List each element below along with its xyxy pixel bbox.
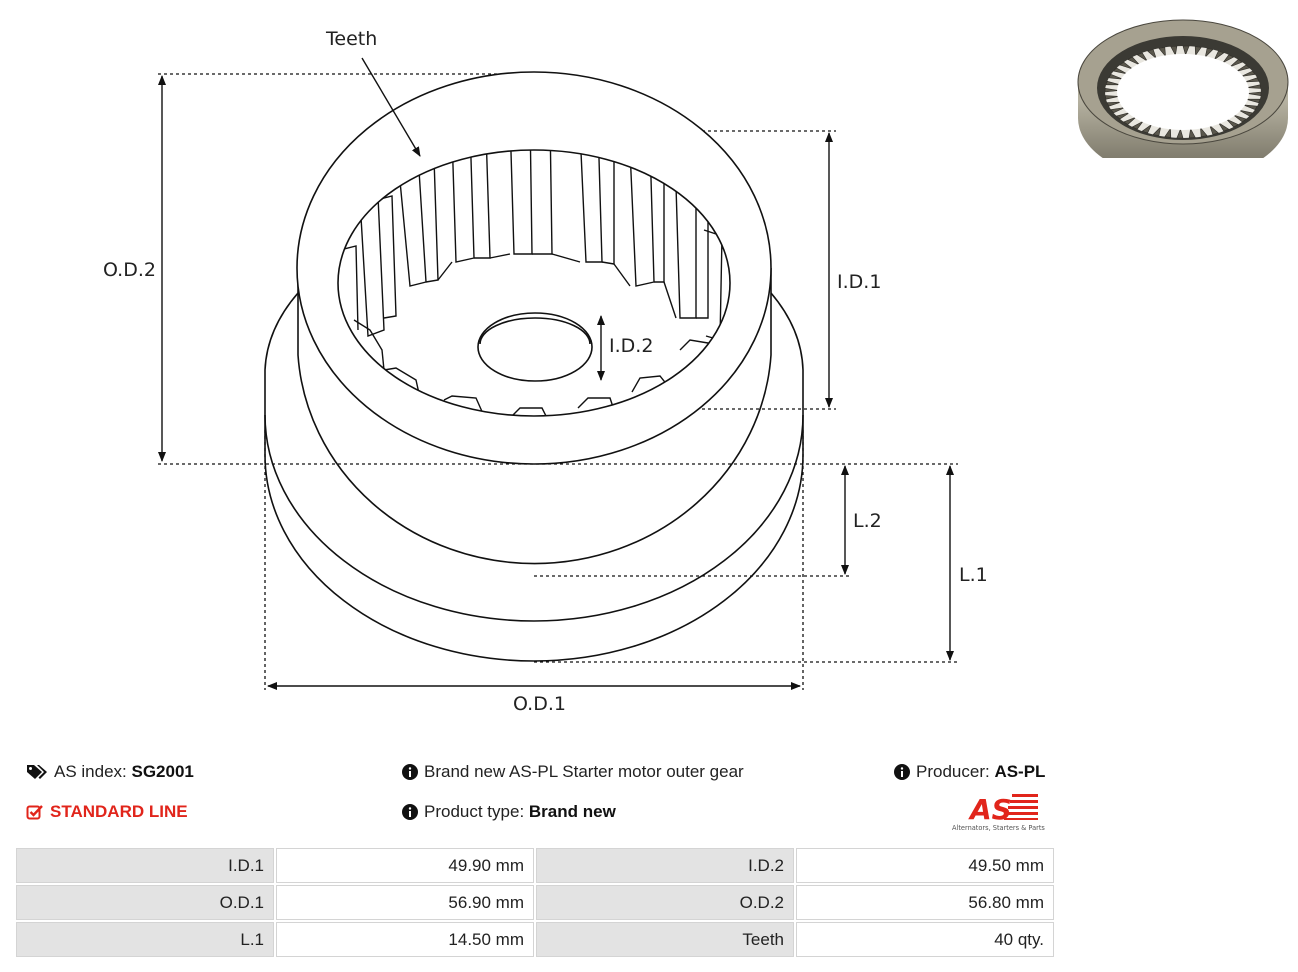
spec-value: 49.90 mm xyxy=(276,848,534,883)
photo-tooth xyxy=(1110,107,1126,114)
product-type-label: Product type: xyxy=(424,802,525,821)
photo-tooth xyxy=(1240,70,1256,77)
producer: Producer: AS-PL xyxy=(894,762,1045,782)
spec-key: Teeth xyxy=(536,922,794,957)
gear-outline xyxy=(264,71,804,662)
product-photo xyxy=(1072,19,1294,188)
as-index: AS index: SG2001 xyxy=(26,762,194,782)
description-text: Brand new AS-PL Starter motor outer gear xyxy=(424,762,744,781)
spec-key: O.D.2 xyxy=(536,885,794,920)
producer-value: AS-PL xyxy=(994,762,1046,781)
spec-value: 49.50 mm xyxy=(796,848,1054,883)
spec-value: 40 qty. xyxy=(796,922,1054,957)
as-pl-logo: AS Alternators, Starters & Parts xyxy=(952,793,1045,832)
svg-text:Alternators, Starters & Parts: Alternators, Starters & Parts xyxy=(952,824,1045,832)
photo-tooth xyxy=(1123,116,1137,125)
id2-label: I.D.2 xyxy=(609,335,653,357)
info-circle-icon xyxy=(402,804,418,820)
description: Brand new AS-PL Starter motor outer gear xyxy=(402,762,744,782)
spec-key: O.D.1 xyxy=(16,885,274,920)
standard-line: STANDARD LINE xyxy=(26,802,188,822)
info-circle-icon xyxy=(894,764,910,780)
standard-line-label: STANDARD LINE xyxy=(50,802,188,821)
photo-tooth xyxy=(1146,49,1157,60)
photo-tooth xyxy=(1245,98,1261,104)
dimension-arrows xyxy=(158,57,954,690)
spec-value: 56.80 mm xyxy=(796,885,1054,920)
id1-label: I.D.1 xyxy=(837,271,881,293)
teeth-label: Teeth xyxy=(325,28,377,50)
spec-key: I.D.1 xyxy=(16,848,274,883)
photo-tooth xyxy=(1105,80,1121,86)
producer-label: Producer: xyxy=(916,762,990,781)
photo-tooth xyxy=(1209,124,1220,135)
check-square-icon xyxy=(26,805,43,820)
as-index-label: AS index: xyxy=(54,762,127,781)
tags-icon xyxy=(27,765,47,779)
photo-tooth xyxy=(1229,59,1243,68)
technical-drawing: Teeth O.D.2 I.D.1 I.D.2 L.2 L.1 O.D.1 xyxy=(103,28,988,715)
product-type: Product type: Brand new xyxy=(402,802,616,822)
od2-label: O.D.2 xyxy=(103,259,156,281)
spec-value: 14.50 mm xyxy=(276,922,534,957)
svg-text:AS: AS xyxy=(968,793,1012,826)
spec-key: I.D.2 xyxy=(536,848,794,883)
spec-key: L.1 xyxy=(16,922,274,957)
od1-label: O.D.1 xyxy=(513,693,566,715)
l1-label: L.1 xyxy=(959,564,988,586)
product-type-value: Brand new xyxy=(528,802,616,821)
spec-value: 56.90 mm xyxy=(276,885,534,920)
as-index-value: SG2001 xyxy=(131,762,194,781)
info-circle-icon xyxy=(402,764,418,780)
l2-label: L.2 xyxy=(853,510,882,532)
